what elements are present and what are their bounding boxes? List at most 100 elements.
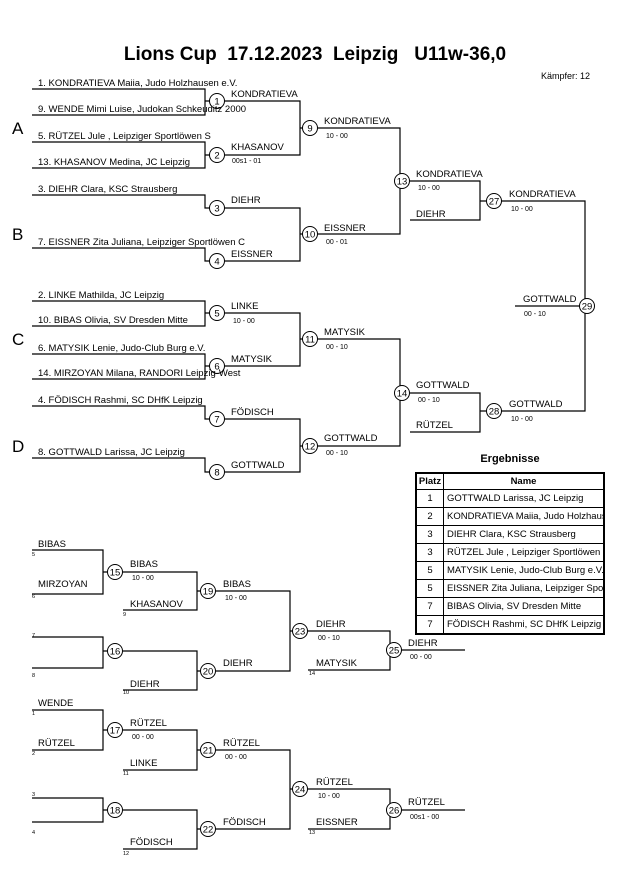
rep-seed: 12 (123, 851, 129, 857)
match-12-score: 00 - 10 (326, 450, 348, 457)
rep-seed: 9 (123, 612, 126, 618)
match-1-circle (209, 93, 225, 109)
match-13-winner: KONDRATIEVA (416, 169, 483, 180)
pool-label-D: D (12, 437, 24, 456)
rep-seed: 7 (32, 633, 35, 639)
match-7-circle (209, 411, 225, 427)
match-27-winner: KONDRATIEVA (509, 189, 576, 200)
entry-name: 13. KHASANOV Medina, JC Leipzig (38, 157, 190, 168)
rep-match-15-number: 15 (110, 568, 121, 579)
match-11-number: 11 (305, 335, 315, 346)
entry-name: 7. EISSNER Zita Juliana, Leipziger Sport… (38, 237, 245, 248)
match-11-winner: MATYSIK (324, 327, 366, 338)
match-11-score: 00 - 10 (326, 344, 348, 351)
rep-24-winner: RÜTZEL (316, 777, 353, 788)
rep-17-a: WENDE (38, 698, 73, 709)
results-name: BIBAS Olivia, SV Dresden Mitte (443, 597, 605, 616)
match-4-circle (209, 253, 225, 269)
match-5-winner: LINKE (231, 301, 258, 312)
rep-15-b: MIRZOYAN (38, 579, 88, 590)
results-name: KONDRATIEVA Maiia, Judo Holzhausen (443, 507, 605, 526)
match-13-circle (394, 173, 410, 189)
rep-match-21-circle (200, 742, 216, 758)
entry-name: 8. GOTTWALD Larissa, JC Leipzig (38, 447, 185, 458)
rep-seed: 3 (32, 792, 35, 798)
rep-match-16-circle (107, 643, 123, 659)
rep-22-winner: FÖDISCH (223, 817, 266, 828)
fighter-count: Kämpfer: 12 (541, 71, 591, 81)
results-header-place: Platz (415, 472, 444, 490)
match-5-number: 5 (214, 309, 219, 320)
results-place: 2 (415, 507, 444, 526)
match-12-winner: GOTTWALD (324, 433, 378, 444)
match-4-number: 4 (214, 257, 219, 268)
match-14-circle (394, 385, 410, 401)
match-8-number: 8 (214, 468, 219, 479)
rep-17-score: 00 - 00 (132, 734, 154, 741)
match-29-score: 00 - 10 (524, 311, 546, 318)
pool-label-A: A (12, 119, 24, 138)
results-name: FÖDISCH Rashmi, SC DHfK Leipzig (443, 615, 605, 635)
rep-23-loser: MATYSIK (316, 658, 358, 669)
rep-match-23-number: 23 (295, 627, 306, 638)
match-8-winner: GOTTWALD (231, 460, 285, 471)
match-29-circle (579, 298, 595, 314)
results-name: RÜTZEL Jule , Leipziger Sportlöwen (443, 543, 605, 562)
match-7-winner: FÖDISCH (231, 407, 274, 418)
rep-seed: 5 (32, 552, 35, 558)
rep-match-15-circle (107, 564, 123, 580)
match-28-winner: GOTTWALD (509, 399, 563, 410)
match-12-number: 12 (305, 442, 316, 453)
pool-label-C: C (12, 330, 24, 349)
results-title: Ergebnisse (480, 453, 540, 465)
match-1-number: 1 (214, 97, 219, 108)
rep-seed: 10 (123, 690, 129, 696)
rep-match-25-number: 25 (389, 646, 400, 657)
rep-match-19-circle (200, 583, 216, 599)
rep-20-loser: DIEHR (130, 679, 160, 690)
rep-match-24-circle (292, 781, 308, 797)
match-9-circle (302, 120, 318, 136)
match-28-score: 10 - 00 (511, 416, 533, 423)
rep-match-17-number: 17 (110, 726, 121, 737)
rep-seed: 8 (32, 673, 35, 679)
rep-match-24-number: 24 (295, 785, 306, 796)
match-6-winner: MATYSIK (231, 354, 273, 365)
rep-21-winner: RÜTZEL (223, 738, 260, 749)
rep-match-20-circle (200, 663, 216, 679)
match-14-loser: RÜTZEL (416, 420, 453, 431)
results-name: EISSNER Zita Juliana, Leipziger Sport (443, 579, 605, 598)
match-10-circle (302, 226, 318, 242)
rep-match-26-number: 26 (389, 806, 400, 817)
match-3-circle (209, 200, 225, 216)
results-place: 3 (415, 543, 444, 562)
rep-25-winner: DIEHR (408, 638, 438, 649)
rep-26-winner: RÜTZEL (408, 797, 445, 808)
entry-name: 5. RÜTZEL Jule , Leipziger Sportlöwen S (38, 131, 211, 142)
rep-15-winner: BIBAS (130, 559, 158, 570)
entry-name: 4. FÖDISCH Rashmi, SC DHfK Leipzig (38, 395, 203, 406)
match-2-number: 2 (214, 151, 219, 162)
rep-19-score: 10 - 00 (225, 595, 247, 602)
pool-label-B: B (12, 225, 23, 244)
match-14-number: 14 (397, 389, 408, 400)
rep-25-score: 00 - 00 (410, 654, 432, 661)
rep-seed: 6 (32, 594, 35, 600)
rep-19-winner: BIBAS (223, 579, 251, 590)
results-place: 5 (415, 579, 444, 598)
rep-match-20-number: 20 (203, 667, 214, 678)
rep-24-score: 10 - 00 (318, 793, 340, 800)
match-10-number: 10 (305, 230, 316, 241)
entry-name: 3. DIEHR Clara, KSC Strausberg (38, 184, 177, 195)
rep-20-winner: DIEHR (223, 658, 253, 669)
match-27-circle (486, 193, 502, 209)
match-14-winner: GOTTWALD (416, 380, 470, 391)
rep-match-25-circle (386, 642, 402, 658)
match-5-score: 10 - 00 (233, 318, 255, 325)
